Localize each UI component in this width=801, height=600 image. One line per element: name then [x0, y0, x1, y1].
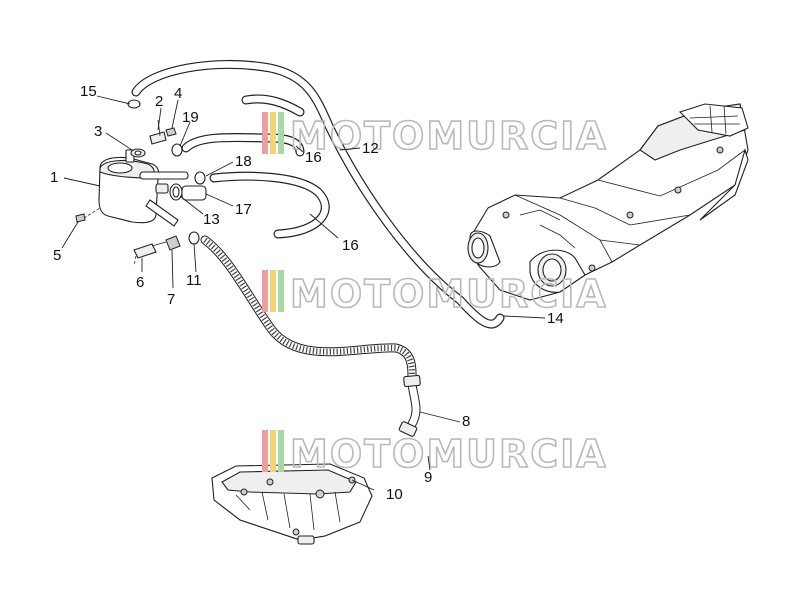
washer-3: [130, 148, 146, 158]
callout-16-upper: 16: [305, 149, 322, 166]
braided-hose-8: [200, 235, 421, 437]
callout-9: 9: [424, 469, 432, 486]
bracket-2: [149, 119, 167, 145]
watermark-stripe-red: [262, 112, 268, 154]
watermark-stripe-red: [262, 430, 268, 472]
callout-1: 1: [50, 169, 58, 186]
callout-numbers: 1 2 3 4 5 6 7 8 9 10 11 12 13 14 15 16 1…: [50, 83, 564, 503]
watermark-logo: MOTOMURCIA: [262, 112, 608, 159]
clamp-19: [171, 143, 183, 157]
callout-12: 12: [362, 140, 379, 157]
callout-8: 8: [462, 413, 470, 430]
callout-15: 15: [80, 83, 97, 100]
callout-3: 3: [94, 123, 102, 140]
watermark-stripe-red: [262, 270, 268, 312]
watermark-text: MOTOMURCIA: [290, 114, 608, 158]
clamp-18: [194, 171, 206, 185]
connector-6: [133, 241, 167, 267]
callout-4: 4: [174, 85, 182, 102]
bolt-4: [165, 127, 177, 137]
hose-16-lower: [209, 171, 330, 239]
clamp-11: [188, 231, 200, 245]
callout-10: 10: [386, 486, 403, 503]
callout-14: 14: [547, 310, 564, 327]
fitting-7: [165, 235, 181, 251]
watermark-logo: MOTOMURCIA: [262, 430, 608, 477]
callout-17: 17: [235, 201, 252, 218]
watermark-stripe-green: [278, 430, 284, 472]
callout-18: 18: [235, 153, 252, 170]
watermark-stripe-green: [278, 270, 284, 312]
watermark-stripe-yellow: [270, 430, 276, 472]
airbox-assembly: [467, 103, 749, 301]
callout-7: 7: [167, 291, 175, 308]
watermark-stripe-yellow: [270, 112, 276, 154]
oil-sump-pan: [211, 463, 373, 545]
callout-13: 13: [203, 211, 220, 228]
hose-16-upper: [181, 94, 305, 157]
callout-19: 19: [182, 109, 199, 126]
hose-12: [131, 59, 505, 329]
callout-5: 5: [53, 247, 61, 264]
clamp-13: [169, 183, 183, 201]
screw-5: [75, 207, 101, 223]
callout-6: 6: [136, 274, 144, 291]
callout-11: 11: [186, 272, 202, 289]
callout-2: 2: [155, 93, 163, 110]
watermark-stripe-green: [278, 112, 284, 154]
plug-17: [181, 185, 207, 201]
clamp-15: [127, 99, 141, 109]
watermark-stripe-yellow: [270, 270, 276, 312]
watermark-text: MOTOMURCIA: [290, 272, 608, 316]
watermark-logo: MOTOMURCIA: [262, 270, 608, 317]
callout-16-lower: 16: [342, 237, 359, 254]
leader-lines: [61, 95, 546, 491]
watermark-text: MOTOMURCIA: [290, 432, 608, 476]
